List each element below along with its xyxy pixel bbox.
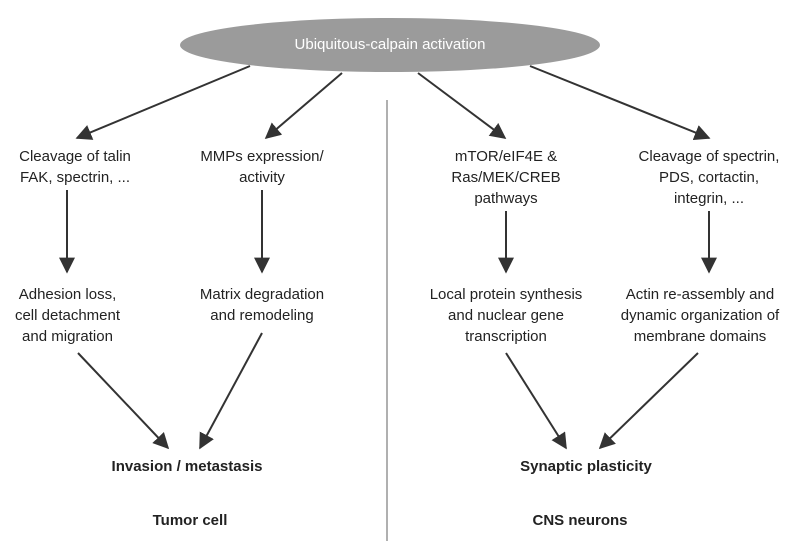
node-line: and remodeling (210, 307, 314, 324)
outcome-invasion-metastasis: Invasion / metastasis (111, 458, 263, 475)
node-line: Local protein synthesis (429, 286, 583, 303)
node-line: cell detachment (14, 307, 121, 324)
node-line: Cleavage of talin (19, 148, 131, 165)
arrow-actin-to-synaptic (598, 352, 699, 450)
arrow-root-to-talin (75, 65, 251, 140)
node-line: Ras/MEK/CREB (451, 169, 561, 186)
node-line: and nuclear gene (448, 307, 564, 324)
node-line: pathways (474, 190, 538, 207)
node-mtor-pathways: mTOR/eIF4E & Ras/MEK/CREB pathways (411, 146, 601, 209)
node-local-protein-synthesis: Local protein synthesis and nuclear gene… (400, 284, 612, 347)
node-line: membrane domains (633, 328, 767, 345)
node-line: FAK, spectrin, ... (19, 169, 131, 186)
arrow-adhesion-to-invasion (77, 352, 170, 450)
arrow-root-to-mmps (264, 72, 343, 140)
node-line: mTOR/eIF4E & (454, 148, 558, 165)
arrow-root-to-spectrin (529, 65, 711, 141)
arrow-protein-to-synaptic (505, 352, 567, 450)
node-line: and migration (22, 328, 113, 345)
node-line: transcription (465, 328, 547, 345)
node-actin-reassembly: Actin re-assembly and dynamic organizati… (602, 284, 798, 347)
node-matrix-degradation: Matrix degradation and remodeling (162, 284, 362, 326)
arrow-matrix-to-invasion (199, 332, 263, 450)
node-line: PDS, cortactin, (658, 169, 760, 186)
node-cleavage-spectrin: Cleavage of spectrin, PDS, cortactin, in… (604, 146, 800, 209)
node-line: integrin, ... (673, 190, 745, 207)
panel-label-tumor-cell: Tumor cell (152, 512, 228, 529)
root-label: Ubiquitous-calpain activation (294, 36, 486, 53)
node-line: Actin re-assembly and (625, 286, 775, 303)
node-line: Cleavage of spectrin, (638, 148, 780, 165)
node-line: dynamic organization of (620, 307, 780, 324)
node-adhesion-loss: Adhesion loss, cell detachment and migra… (0, 284, 155, 347)
node-line: Adhesion loss, (18, 286, 117, 303)
root-ellipse (180, 18, 600, 72)
node-line: Matrix degradation (199, 286, 325, 303)
node-line: activity (239, 169, 285, 186)
panel-label-cns-neurons: CNS neurons (532, 512, 628, 529)
outcome-synaptic-plasticity: Synaptic plasticity (520, 458, 652, 475)
node-line: MMPs expression/ (200, 148, 324, 165)
arrow-root-to-mtor (417, 72, 507, 139)
node-cleavage-talin: Cleavage of talin FAK, spectrin, ... (0, 146, 170, 188)
node-mmps-expression: MMPs expression/ activity (167, 146, 357, 188)
